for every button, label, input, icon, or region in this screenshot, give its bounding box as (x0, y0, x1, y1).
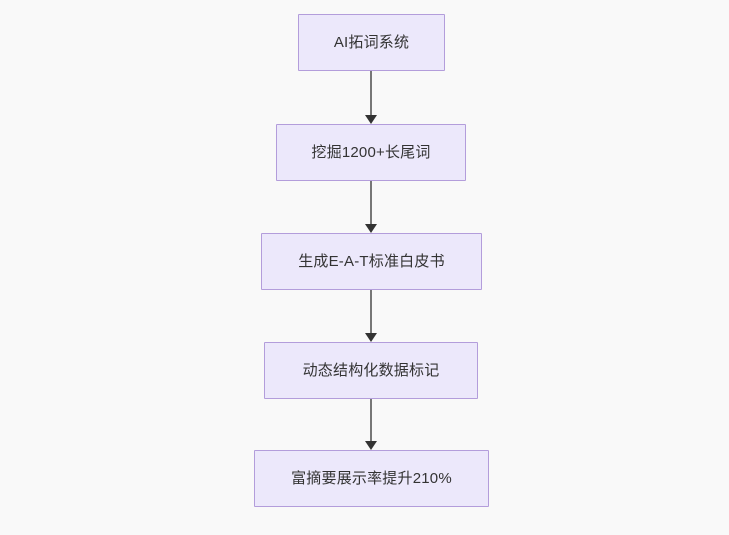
edge-line (370, 71, 372, 116)
edge-line (370, 399, 372, 442)
arrow-head-icon (365, 441, 377, 450)
flowchart-node-4[interactable]: 动态结构化数据标记 (264, 342, 478, 399)
arrow-head-icon (365, 333, 377, 342)
flowchart-node-1[interactable]: AI拓词系统 (298, 14, 445, 71)
flowchart-node-5[interactable]: 富摘要展示率提升210% (254, 450, 489, 507)
edge-line (370, 290, 372, 334)
flowchart-edge-1 (365, 71, 377, 124)
node-label: AI拓词系统 (333, 33, 410, 51)
node-label: 生成E-A-T标准白皮书 (298, 252, 445, 270)
flowchart-edge-2 (365, 181, 377, 233)
flowchart-node-2[interactable]: 挖掘1200+长尾词 (276, 124, 466, 181)
node-label: 富摘要展示率提升210% (291, 469, 452, 487)
edge-line (370, 181, 372, 225)
flowchart-edge-4 (365, 399, 377, 450)
flowchart-edge-3 (365, 290, 377, 342)
node-label: 挖掘1200+长尾词 (311, 143, 431, 161)
flowchart-node-3[interactable]: 生成E-A-T标准白皮书 (261, 233, 482, 290)
arrow-head-icon (365, 224, 377, 233)
arrow-head-icon (365, 115, 377, 124)
node-label: 动态结构化数据标记 (302, 361, 440, 379)
